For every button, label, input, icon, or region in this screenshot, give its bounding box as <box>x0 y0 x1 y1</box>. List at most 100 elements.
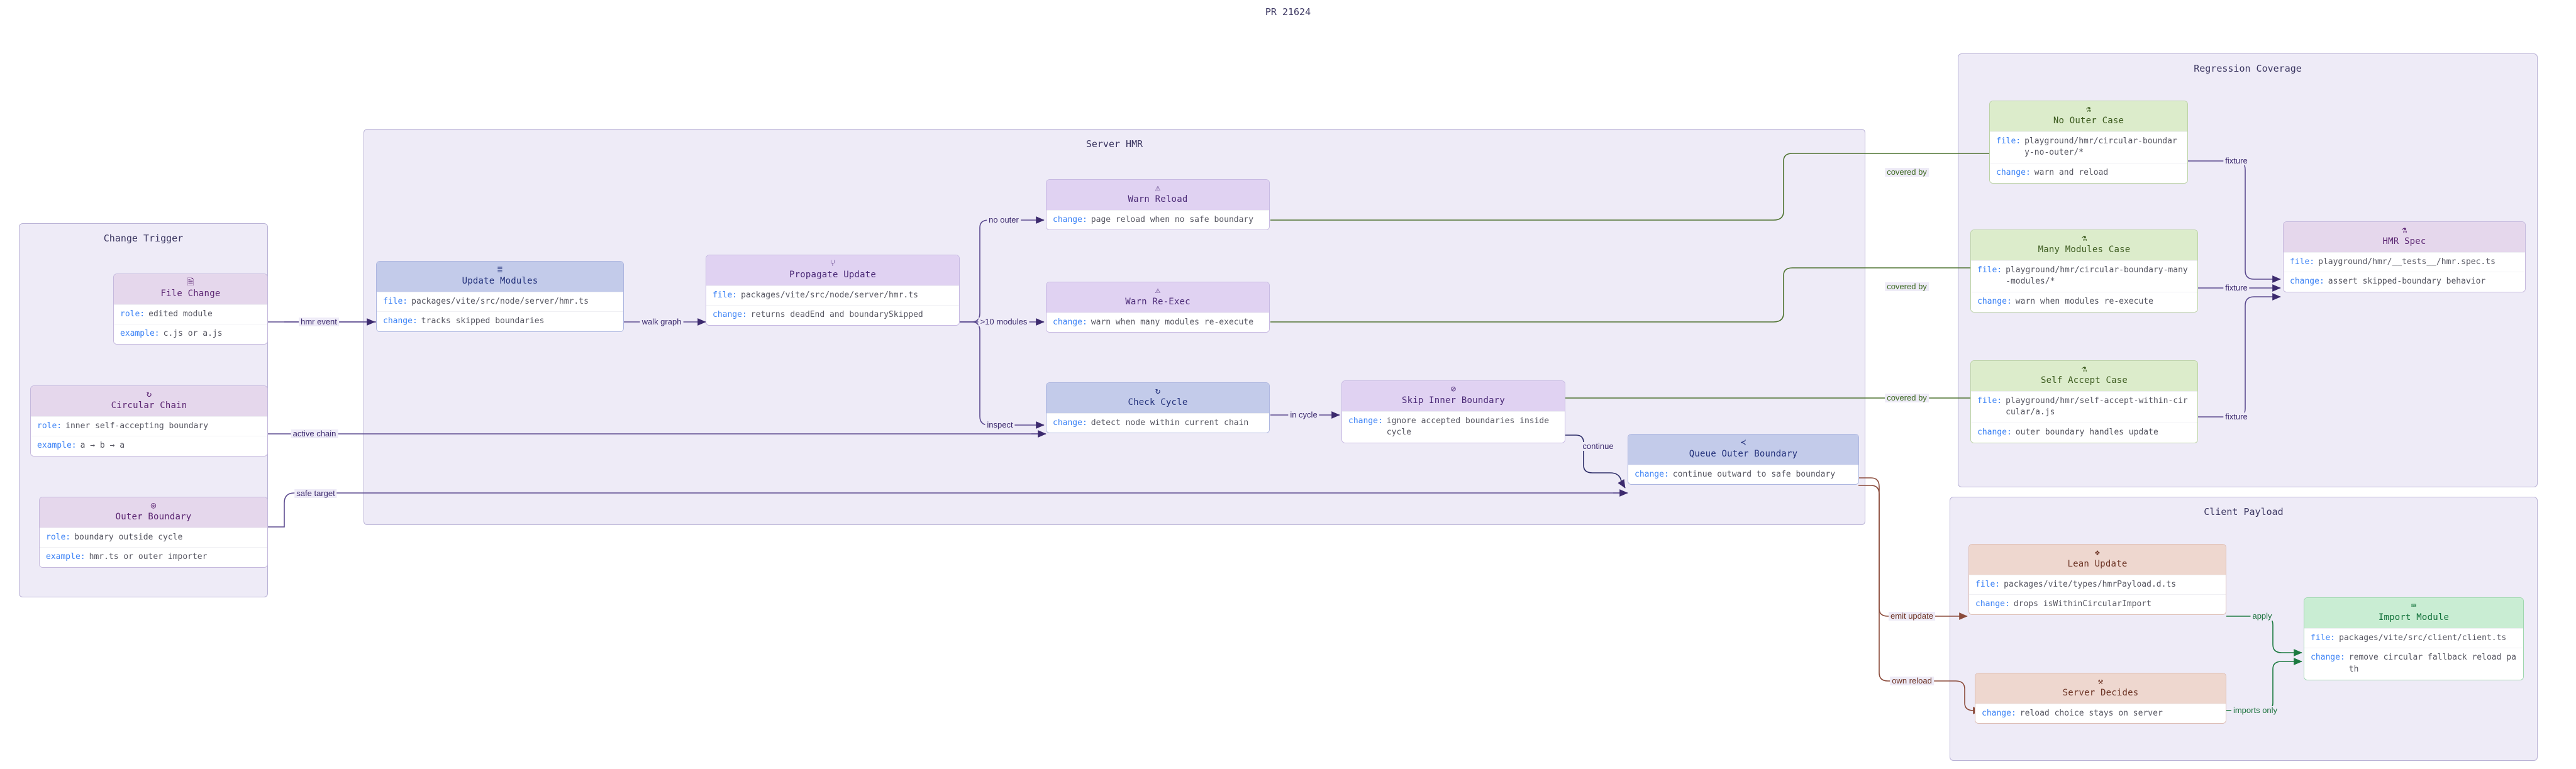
node-outer-boundary-row-example: example: hmr.ts or outer importer <box>40 547 267 568</box>
node-server-decides[interactable]: ⚒ Server Decides change: reload choice s… <box>1975 673 2226 724</box>
node-outer-boundary-row-role: role: boundary outside cycle <box>40 527 267 548</box>
row-value: playground/hmr/circular-boundary-no-oute… <box>2024 136 2177 158</box>
node-outer-boundary[interactable]: ◎ Outer Boundary role: boundary outside … <box>39 497 268 568</box>
node-self-accept-case-row-change: change: outer boundary handles update <box>1971 423 2197 443</box>
node-outer-boundary-header: ◎ Outer Boundary <box>40 497 267 528</box>
laptop-code-icon: ⌨ <box>2411 601 2417 611</box>
node-check-cycle[interactable]: ↻ Check Cycle change: detect node within… <box>1046 382 1270 434</box>
row-key: example: <box>46 552 86 562</box>
node-file-change-row-role: role: edited module <box>114 304 267 324</box>
row-value: playground/hmr/self-accept-within-circul… <box>2006 396 2188 418</box>
row-key: change: <box>1053 214 1087 224</box>
row-key: file: <box>713 290 738 300</box>
test-tube-icon: ⚗ <box>2401 225 2407 235</box>
node-queue-outer-boundary[interactable]: ≺ Queue Outer Boundary change: continue … <box>1628 434 1859 485</box>
node-skip-inner-boundary-row-change: change: ignore accepted boundaries insid… <box>1342 411 1565 443</box>
row-key: change: <box>2290 277 2324 287</box>
refresh-cycle-icon: ↻ <box>146 389 152 399</box>
node-skip-inner-boundary[interactable]: ⊘ Skip Inner Boundary change: ignore acc… <box>1341 380 1565 444</box>
node-circular-chain-title: Circular Chain <box>111 401 187 411</box>
node-server-decides-row-change: change: reload choice stays on server <box>1975 703 2226 724</box>
node-file-change-title: File Change <box>160 289 221 299</box>
row-value: continue outward to safe boundary <box>1672 469 1836 479</box>
row-key: change: <box>1053 317 1087 327</box>
node-no-outer-case-header: ⚗ No Outer Case <box>1990 101 2187 131</box>
node-update-modules-row-change: change: tracks skipped boundaries <box>377 311 623 332</box>
row-value: outer boundary handles update <box>2015 428 2158 438</box>
row-value: hmr.ts or outer importer <box>89 552 208 562</box>
share-icon: ≺ <box>1740 438 1746 448</box>
row-value: boundary outside cycle <box>74 532 183 542</box>
node-check-cycle-title: Check Cycle <box>1128 397 1188 407</box>
server-icon: ≣ <box>497 265 503 275</box>
edge-label-no-outer: no outer <box>987 216 1021 224</box>
node-file-change-header: 🗎 File Change <box>114 274 267 304</box>
node-no-outer-case-row-change: change: warn and reload <box>1990 163 2187 184</box>
node-no-outer-case[interactable]: ⚗ No Outer Case file: playground/hmr/cir… <box>1989 101 2188 184</box>
row-value: playground/hmr/__tests__/hmr.spec.ts <box>2318 257 2496 267</box>
cluster-change-trigger-label: Change Trigger <box>103 233 184 244</box>
node-hmr-spec-title: HMR Spec <box>2382 236 2426 246</box>
node-update-modules[interactable]: ≣ Update Modules file: packages/vite/src… <box>376 261 624 333</box>
row-key: file: <box>1977 396 2002 406</box>
row-value: c.js or a.js <box>163 329 223 339</box>
flask-icon: ⚗ <box>2081 233 2087 243</box>
row-value: tracks skipped boundaries <box>421 316 545 326</box>
node-update-modules-row-file: file: packages/vite/src/node/server/hmr.… <box>377 291 623 312</box>
node-file-change-row-example: example: c.js or a.js <box>114 324 267 345</box>
node-file-change[interactable]: 🗎 File Change role: edited module exampl… <box>113 274 268 345</box>
node-warn-reload-header: ⚠ Warn Reload <box>1046 180 1269 210</box>
node-lean-update[interactable]: ❖ Lean Update file: packages/vite/types/… <box>1968 544 2226 616</box>
node-self-accept-case[interactable]: ⚗ Self Accept Case file: playground/hmr/… <box>1970 360 2198 444</box>
node-hmr-spec-header: ⚗ HMR Spec <box>2284 222 2525 252</box>
node-many-modules-case[interactable]: ⚗ Many Modules Case file: playground/hmr… <box>1970 230 2198 313</box>
node-propagate-update[interactable]: ⑂ Propagate Update file: packages/vite/s… <box>706 255 960 326</box>
row-key: role: <box>120 309 145 319</box>
gavel-icon: ⚒ <box>2097 677 2104 687</box>
row-value: edited module <box>148 309 213 319</box>
edge-label-10-modules: >10 modules <box>978 318 1030 326</box>
node-lean-update-header: ❖ Lean Update <box>1969 545 2226 575</box>
share-nodes-icon: ⑂ <box>830 258 836 268</box>
row-key: change: <box>383 316 418 326</box>
row-value: packages/vite/src/node/server/hmr.ts <box>741 290 918 300</box>
node-import-module[interactable]: ⌨ Import Module file: packages/vite/src/… <box>2304 597 2524 681</box>
row-value: detect node within current chain <box>1091 418 1249 428</box>
node-self-accept-case-header: ⚗ Self Accept Case <box>1971 361 2197 391</box>
node-warn-re-exec-title: Warn Re-Exec <box>1125 297 1191 307</box>
node-hmr-spec[interactable]: ⚗ HMR Spec file: playground/hmr/__tests_… <box>2283 221 2526 293</box>
row-key: example: <box>37 441 77 451</box>
row-value: remove circular fallback reload path <box>2348 653 2516 675</box>
no-entry-icon: ⊘ <box>1450 384 1457 394</box>
row-key: file: <box>2290 257 2315 267</box>
edge-label-continue: continue <box>1580 442 1616 451</box>
row-value: drops isWithinCircularImport <box>2013 599 2151 609</box>
cluster-client-payload-label: Client Payload <box>2204 506 2284 517</box>
row-value: returns deadEnd and boundarySkipped <box>750 310 923 320</box>
node-import-module-header: ⌨ Import Module <box>2304 598 2523 628</box>
row-key: change: <box>1977 297 2012 307</box>
node-many-modules-case-row-file: file: playground/hmr/circular-boundary-m… <box>1971 260 2197 292</box>
node-warn-reload-row-change: change: page reload when no safe boundar… <box>1046 209 1269 230</box>
node-warn-re-exec[interactable]: ⚠ Warn Re-Exec change: warn when many mo… <box>1046 282 1270 333</box>
node-import-module-row-file: file: packages/vite/src/client/client.ts <box>2304 628 2523 648</box>
node-circular-chain-header: ↻ Circular Chain <box>31 386 267 416</box>
node-warn-reload[interactable]: ⚠ Warn Reload change: page reload when n… <box>1046 179 1270 231</box>
node-import-module-title: Import Module <box>2378 612 2450 622</box>
node-circular-chain[interactable]: ↻ Circular Chain role: inner self-accept… <box>30 385 268 457</box>
edge-label-in-cycle: in cycle <box>1288 411 1319 419</box>
row-key: role: <box>46 532 71 542</box>
node-queue-outer-boundary-title: Queue Outer Boundary <box>1689 449 1798 459</box>
flask-icon: ⚗ <box>2085 104 2092 114</box>
edge-label-active-chain: active chain <box>291 429 338 438</box>
row-value: packages/vite/src/node/server/hmr.ts <box>411 296 589 306</box>
row-key: example: <box>120 329 160 339</box>
node-server-decides-title: Server Decides <box>2062 688 2139 698</box>
node-lean-update-row-change: change: drops isWithinCircularImport <box>1969 594 2226 615</box>
edge-label-emit-update: emit update <box>1889 612 1935 621</box>
node-server-decides-header: ⚒ Server Decides <box>1975 673 2226 704</box>
refresh-cycle-icon: ↻ <box>1155 386 1161 396</box>
edge-label-fixture-1: fixture <box>2223 157 2250 165</box>
node-circular-chain-row-example: example: a → b → a <box>31 436 267 456</box>
